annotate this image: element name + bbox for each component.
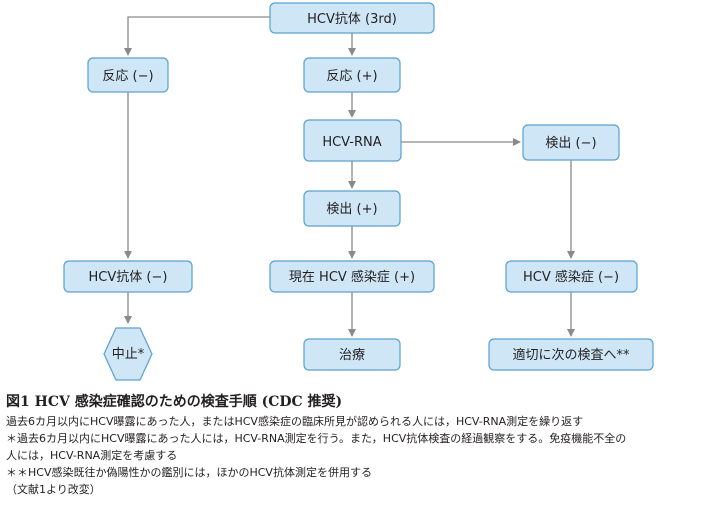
node-detect-neg: 検出 (−) <box>522 124 620 161</box>
node-stop: 中止* <box>103 327 153 381</box>
node-detect-pos: 検出 (+) <box>303 190 401 227</box>
caption-line: 過去6カ月以内にHCV曝露にあった人，またはHCV感染症の臨床所見が認められる人… <box>6 415 584 428</box>
node-label: 中止* <box>112 347 145 362</box>
edge-hcv-ab-3rd-to-react-neg <box>124 16 270 56</box>
node-hcv-infection-neg: HCV 感染症 (−) <box>505 260 638 293</box>
figure-title: 図1 HCV 感染症確認のための検査手順 (CDC 推奨) <box>6 394 343 410</box>
node-label: 反応 (+) <box>326 69 377 84</box>
node-react-neg: 反応 (−) <box>87 57 169 93</box>
node-label: HCV抗体 (3rd) <box>307 12 397 27</box>
caption-footnote-2: ＊＊HCV感染既往か偽陽性かの鑑別には，ほかのHCV抗体測定を併用する <box>6 466 372 479</box>
caption-footnote-1: ＊過去6カ月以内にHCV曝露にあった人には，HCV-RNA測定を行う。また，HC… <box>6 432 627 445</box>
node-label: 適切に次の検査へ** <box>512 347 630 363</box>
node-hcv-ab-3rd: HCV抗体 (3rd) <box>269 2 435 34</box>
flowchart: HCV抗体 (3rd) 反応 (−) 反応 (+) HCV-RNA 検出 (+)… <box>63 2 654 381</box>
node-label: 検出 (+) <box>326 202 377 217</box>
node-hcv-rna: HCV-RNA <box>303 119 402 162</box>
node-label: 治療 <box>339 348 365 363</box>
caption-source: （文献1より改変） <box>6 483 101 496</box>
node-next-test: 適切に次の検査へ** <box>488 338 654 371</box>
node-label: 検出 (−) <box>545 136 596 151</box>
node-label: HCV-RNA <box>322 135 381 150</box>
edges <box>124 16 575 337</box>
node-react-pos: 反応 (+) <box>303 57 401 93</box>
node-hcv-ab-neg: HCV抗体 (−) <box>63 260 193 293</box>
node-label: HCV 感染症 (−) <box>523 269 619 285</box>
node-current-infection: 現在 HCV 感染症 (+) <box>269 260 435 293</box>
node-label: 現在 HCV 感染症 (+) <box>289 269 415 285</box>
node-label: HCV抗体 (−) <box>89 270 168 285</box>
node-treatment: 治療 <box>303 338 401 371</box>
figure-caption: 図1 HCV 感染症確認のための検査手順 (CDC 推奨) 過去6カ月以内にHC… <box>6 393 716 498</box>
node-label: 反応 (−) <box>102 69 153 84</box>
caption-footnote-1-cont: 人には，HCV-RNA測定を考慮する <box>6 449 178 462</box>
